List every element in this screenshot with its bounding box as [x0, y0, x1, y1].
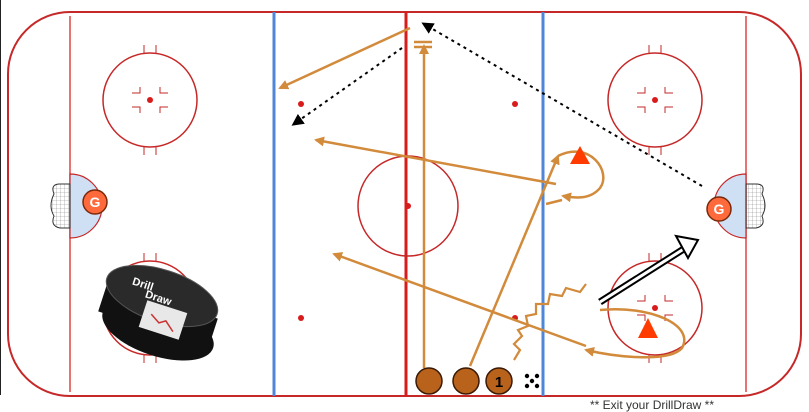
svg-text:1: 1 — [495, 374, 503, 391]
goalie-left-icon: G — [83, 190, 107, 214]
net-left — [51, 184, 70, 228]
watermark-text: ** Exit your DrillDraw ** — [590, 398, 714, 412]
svg-text:G: G — [90, 194, 101, 210]
svg-text:G: G — [714, 201, 725, 217]
net-right — [746, 184, 765, 228]
player-icon — [416, 368, 442, 394]
player-1-icon: 1 — [486, 368, 512, 394]
goalie-right-icon: G — [707, 197, 731, 221]
player-icon — [453, 368, 479, 394]
